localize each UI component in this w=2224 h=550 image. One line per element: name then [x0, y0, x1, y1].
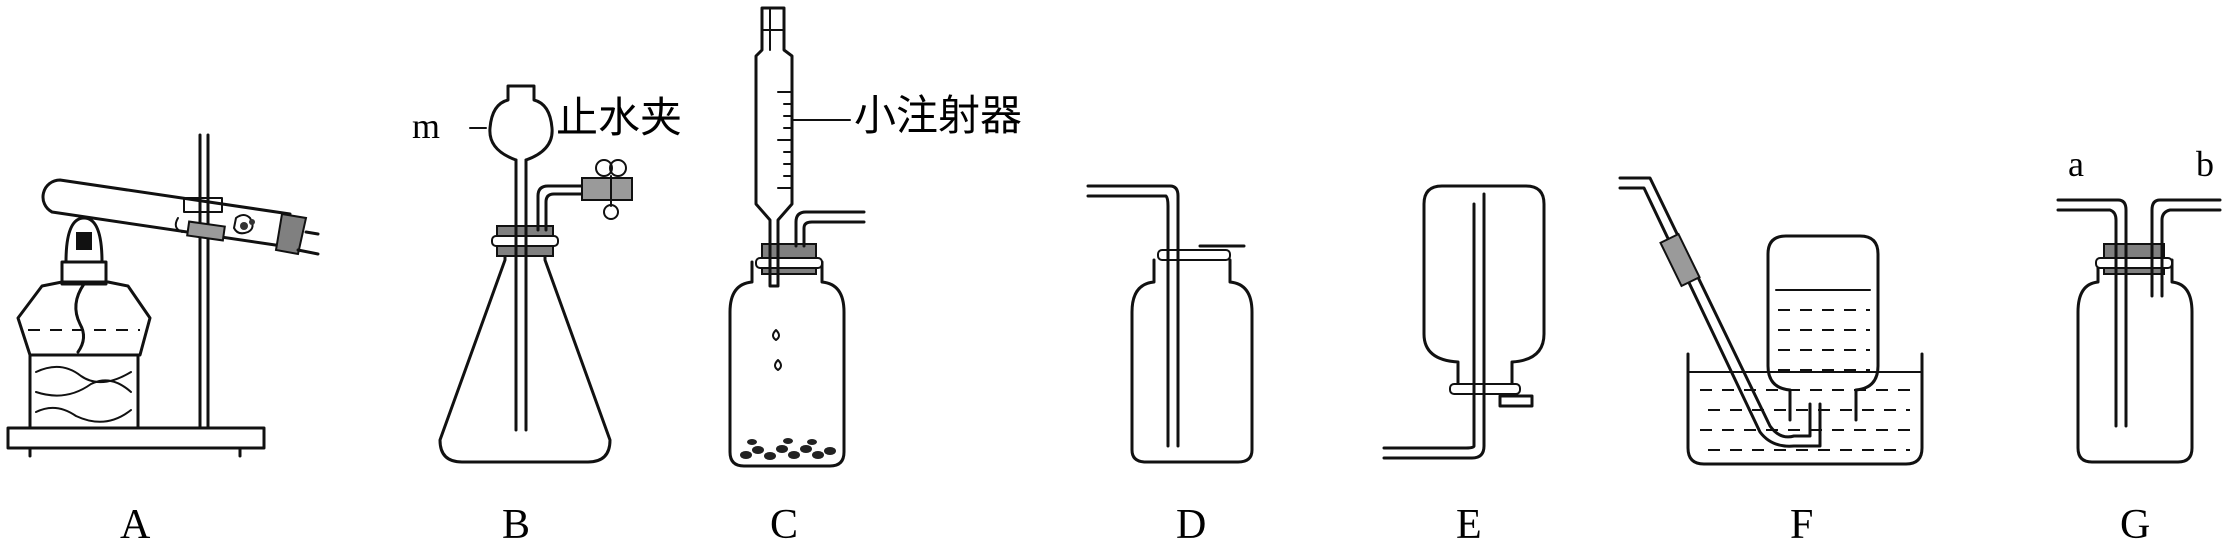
label-inlet-a: a — [2068, 144, 2084, 184]
d-bottle — [1130, 258, 1254, 464]
d-long-tube — [1086, 184, 1180, 448]
label-d: D — [1176, 502, 1206, 548]
label-e: E — [1456, 502, 1482, 548]
label-a: A — [120, 502, 151, 548]
jar-water — [1775, 289, 1871, 371]
trough-water — [1700, 389, 1910, 451]
conical-flask — [438, 238, 612, 464]
label-f: F — [1790, 502, 1813, 548]
label-g: G — [2120, 502, 2150, 548]
apparatus-f — [1618, 176, 1924, 466]
label-m: m — [412, 106, 440, 146]
solid-granules — [740, 438, 836, 460]
syringe — [754, 6, 794, 288]
gas-collection-jar — [1766, 234, 1880, 422]
water-trough — [1686, 352, 1924, 466]
thistle-funnel-stem — [514, 158, 528, 432]
label-small-syringe: 小注射器 — [854, 91, 1022, 140]
g-short-tube — [2150, 198, 2222, 298]
c-bottle — [728, 260, 846, 468]
apparatus-c: 小注射器 — [728, 6, 1022, 468]
e-long-tube — [1382, 192, 1486, 460]
liquid-drops — [772, 329, 782, 371]
e-bottle — [1422, 184, 1546, 388]
test-tube — [41, 178, 320, 256]
pinch-clamp-icon — [595, 159, 627, 220]
label-c: C — [770, 502, 798, 548]
label-b: B — [502, 502, 530, 548]
g-long-tube — [2056, 198, 2128, 428]
label-inlet-b: b — [2196, 144, 2214, 184]
alcohol-lamp — [16, 216, 152, 357]
label-water-clamp: 止水夹 — [556, 93, 682, 142]
apparatus-e — [1382, 184, 1546, 460]
apparatus-d — [1086, 184, 1254, 464]
apparatus-g: a b — [2056, 144, 2222, 464]
apparatus-a — [6, 133, 320, 458]
b-delivery-tube — [536, 184, 630, 232]
clamp-tubing — [581, 177, 633, 201]
apparatus-b: m 止水夹 — [412, 84, 682, 464]
f-delivery-tube — [1618, 176, 1822, 448]
thistle-funnel-bulb — [488, 84, 554, 162]
c-delivery-tube — [794, 210, 866, 248]
g-bottle — [2076, 258, 2194, 464]
stand-base — [6, 426, 266, 450]
